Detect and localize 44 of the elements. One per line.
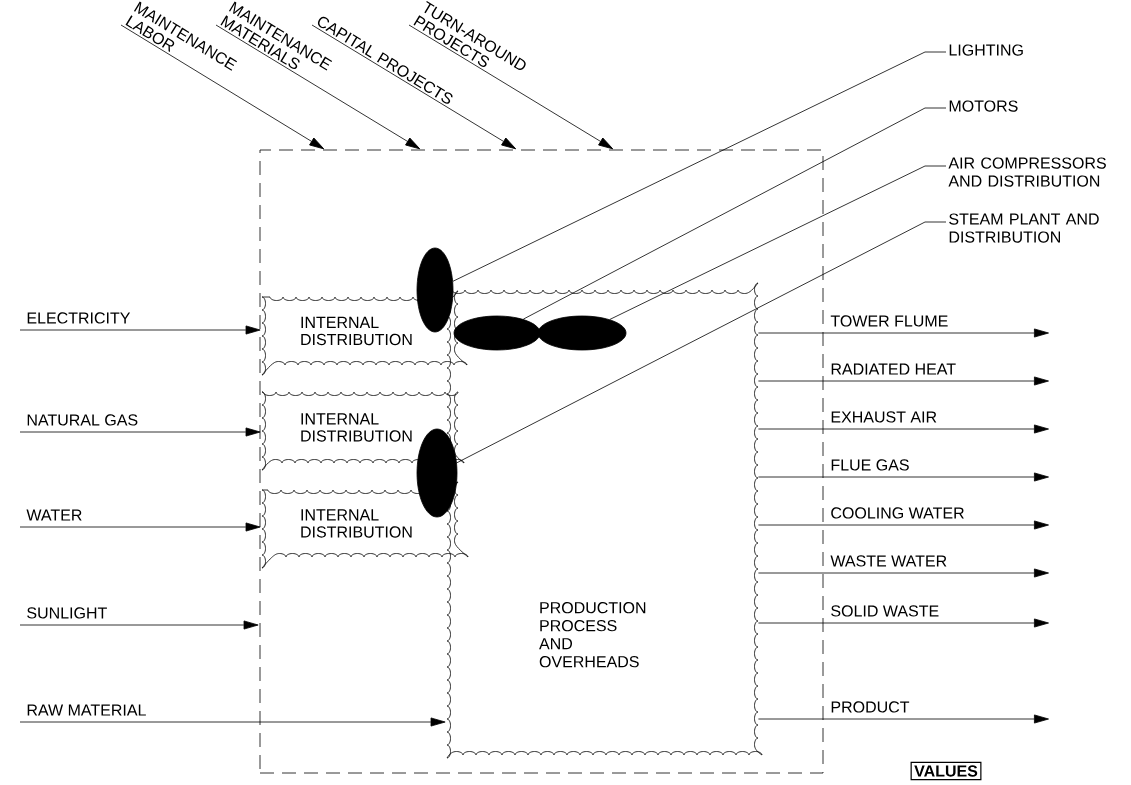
arrow	[758, 424, 1049, 434]
callout-label: STEAM PLANT AND DISTRIBUTION	[949, 213, 1099, 243]
edge-label: NATURAL GAS	[27, 414, 138, 426]
arrow	[758, 376, 1049, 386]
leader-line	[456, 221, 947, 464]
arrow	[215, 24, 421, 150]
edge-label: RAW MATERIAL	[27, 704, 146, 716]
filled-ellipse	[537, 315, 627, 351]
arrow	[758, 714, 1049, 724]
arrow	[19, 620, 259, 630]
edge-label: WASTE WATER	[830, 555, 947, 567]
label-box: VALUES	[910, 761, 982, 781]
arrow	[19, 717, 446, 727]
edge-label: PRODUCT	[831, 701, 910, 713]
edge-label: ELECTRICITY	[27, 312, 131, 324]
arrow	[311, 24, 517, 150]
arrow	[758, 520, 1049, 530]
arrow	[120, 24, 325, 150]
edge-label: SUNLIGHT	[27, 607, 107, 619]
filled-ellipse	[416, 428, 458, 518]
arrow	[758, 568, 1049, 578]
edge-label: EXHAUST AIR	[831, 411, 937, 423]
arrow	[758, 472, 1049, 482]
edge-label: TOWER FLUME	[830, 315, 948, 327]
callout-label: LIGHTING	[949, 44, 1023, 56]
callout-label: AIR COMPRESSORS AND DISTRIBUTION	[948, 157, 1106, 187]
arrow	[408, 24, 614, 150]
boundary-box	[259, 149, 824, 774]
arrow	[758, 618, 1049, 628]
edge-label: COOLING WATER	[831, 507, 964, 519]
arrow	[19, 325, 261, 335]
leader-line	[452, 51, 947, 282]
edge-label: SOLID WASTE	[831, 605, 939, 617]
edge-label: FLUE GAS	[831, 459, 909, 471]
leader-line	[522, 107, 947, 320]
edge-label: RADIATED HEAT	[831, 363, 956, 375]
filled-ellipse	[416, 247, 454, 333]
arrow	[19, 427, 261, 437]
arrow	[758, 328, 1049, 338]
callout-label: MOTORS	[949, 100, 1018, 112]
edge-label: WATER	[26, 509, 82, 521]
arrow	[19, 522, 261, 532]
leader-line	[609, 165, 947, 320]
filled-ellipse	[453, 315, 541, 351]
